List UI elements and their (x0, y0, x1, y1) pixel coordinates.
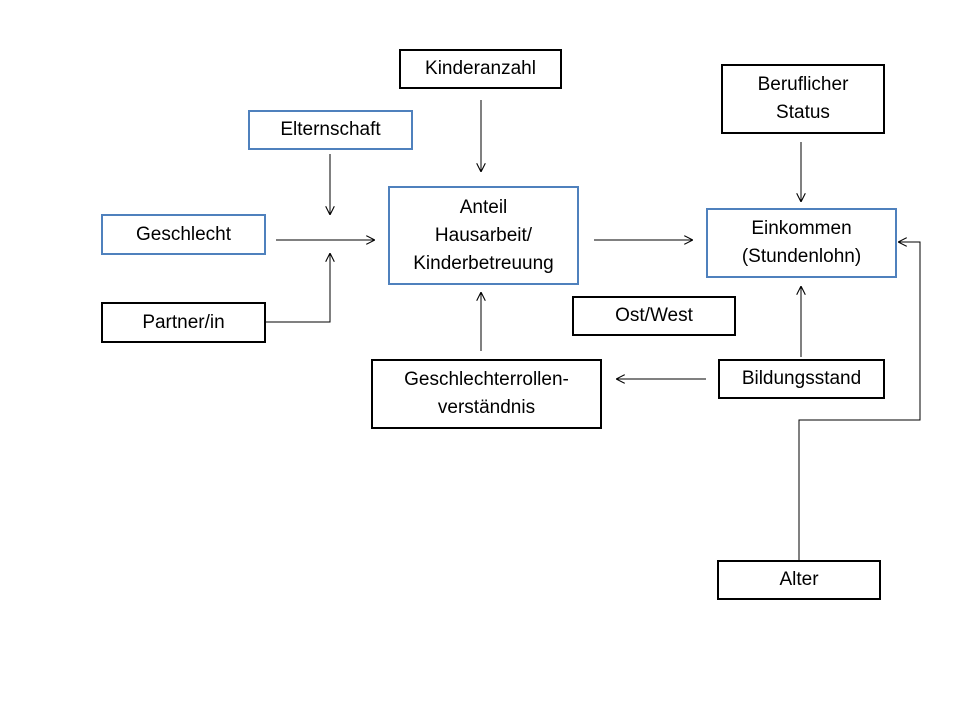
node-label: Partner/in (142, 311, 225, 333)
edge-alter-einkommen (798, 242, 921, 560)
node-kinderanzahl: Kinderanzahl (399, 49, 562, 89)
node-geschlecht: Geschlecht (101, 214, 266, 255)
node-anteil-hausarbeit: Anteil Hausarbeit/ Kinderbetreuung (388, 186, 579, 285)
node-beruflicher-status: Beruflicher Status (721, 64, 885, 134)
node-alter: Alter (717, 560, 881, 600)
node-label: Geschlecht (135, 223, 232, 245)
node-partner: Partner/in (101, 302, 266, 343)
edge-partner-arrow (266, 254, 330, 323)
node-label: Anteil Hausarbeit/ Kinderbetreuung (413, 196, 554, 274)
node-label: Bildungsstand (741, 368, 862, 389)
node-geschlechterrollen: Geschlechterrollen- verständnis (371, 359, 602, 429)
node-label: Elternschaft (280, 119, 381, 140)
node-label: Beruflicher Status (757, 74, 849, 123)
node-label: Alter (779, 569, 819, 590)
node-label: Kinderanzahl (425, 58, 536, 79)
node-label: Ost/West (615, 305, 693, 326)
node-elternschaft: Elternschaft (248, 110, 413, 150)
node-label: Einkommen (Stundenlohn) (741, 218, 862, 267)
node-bildungsstand: Bildungsstand (718, 359, 885, 399)
node-einkommen: Einkommen (Stundenlohn) (706, 208, 897, 278)
node-label: Geschlechterrollen- verständnis (404, 369, 569, 418)
node-ost-west: Ost/West (572, 296, 736, 336)
